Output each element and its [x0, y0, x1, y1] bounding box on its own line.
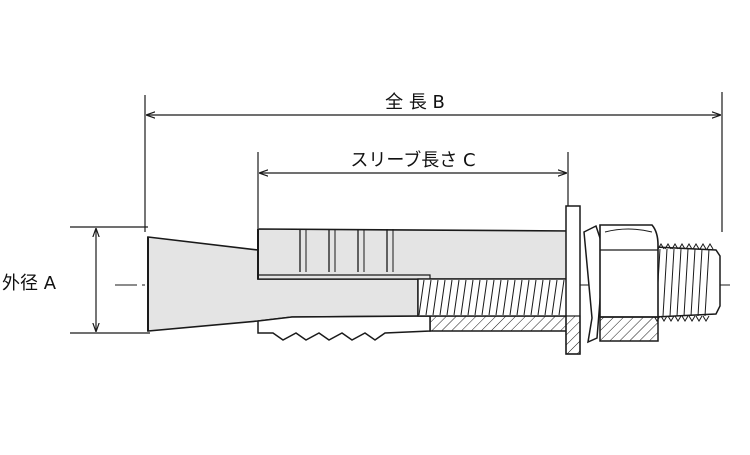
thread-tooth	[692, 243, 700, 250]
nut-body	[599, 224, 659, 318]
thread-tooth	[681, 315, 689, 322]
thread-line	[683, 248, 689, 317]
thread-tooth	[678, 243, 686, 250]
thread-lines	[418, 279, 565, 316]
thread-line	[551, 279, 558, 316]
flat-washer-section	[565, 315, 581, 355]
thread-tooth	[660, 315, 668, 322]
sleeve-inner-edge	[257, 274, 431, 280]
sleeve-length-label: スリーブ長さ C	[350, 149, 475, 171]
thread-body	[417, 278, 571, 317]
thread-line	[460, 279, 467, 316]
thread-line	[516, 279, 523, 316]
thread-tooth	[664, 243, 672, 250]
thread-line	[697, 248, 703, 317]
thread-line	[418, 279, 425, 316]
thread-tooth	[671, 243, 679, 250]
outer-diameter-label: 外径 A	[2, 273, 57, 294]
thread-tooth	[685, 243, 693, 250]
thread-line	[509, 279, 516, 316]
thread-line	[481, 279, 488, 316]
sleeve-upper-body	[257, 228, 573, 280]
sleeve-label-gap	[332, 146, 496, 172]
sleeve-section-hatch	[429, 315, 573, 332]
outer-diameter-dimension: 外径 A	[2, 226, 150, 334]
washer	[565, 205, 605, 355]
thread-line	[439, 279, 446, 316]
sleeve-upper	[257, 228, 573, 280]
thread-line	[425, 279, 432, 316]
thread-line	[669, 248, 675, 317]
thread-line	[558, 279, 565, 316]
thread-tooth	[706, 243, 714, 250]
thread-tooth	[702, 315, 710, 322]
thread-line	[690, 248, 696, 317]
thread-tooth	[695, 315, 703, 322]
thread-tooth	[674, 315, 682, 322]
sleeve-length-dimension: スリーブ長さ C	[257, 146, 569, 228]
thread-line	[537, 279, 544, 316]
thread-end-teeth	[653, 243, 714, 322]
thread-line	[502, 279, 509, 316]
thread-line	[662, 248, 668, 317]
thread-line	[453, 279, 460, 316]
thread-line	[446, 279, 453, 316]
nut-face-arc	[604, 228, 653, 233]
hex-nut	[599, 224, 659, 342]
overall-length-label: 全 長 B	[385, 92, 445, 113]
thread-line	[704, 248, 710, 317]
sleeve-lower	[257, 315, 573, 341]
thread-tooth	[667, 315, 675, 322]
sleeve-lower-teeth	[257, 315, 431, 341]
nut-section	[599, 316, 659, 342]
spring-washer	[583, 224, 605, 344]
thread-line	[544, 279, 551, 316]
thread-tooth	[657, 243, 665, 250]
thread-tooth	[699, 243, 707, 250]
thread-line	[467, 279, 474, 316]
thread-line	[523, 279, 530, 316]
thread-line	[474, 279, 481, 316]
thread-line	[530, 279, 537, 316]
label-gap	[365, 90, 465, 114]
thread-tooth	[688, 315, 696, 322]
bolt-thread	[417, 243, 721, 322]
thread-line	[676, 248, 682, 317]
thread-line	[488, 279, 495, 316]
thread-line	[432, 279, 439, 316]
thread-line	[495, 279, 502, 316]
overall-length-dimension: 全 長 B	[144, 90, 723, 232]
